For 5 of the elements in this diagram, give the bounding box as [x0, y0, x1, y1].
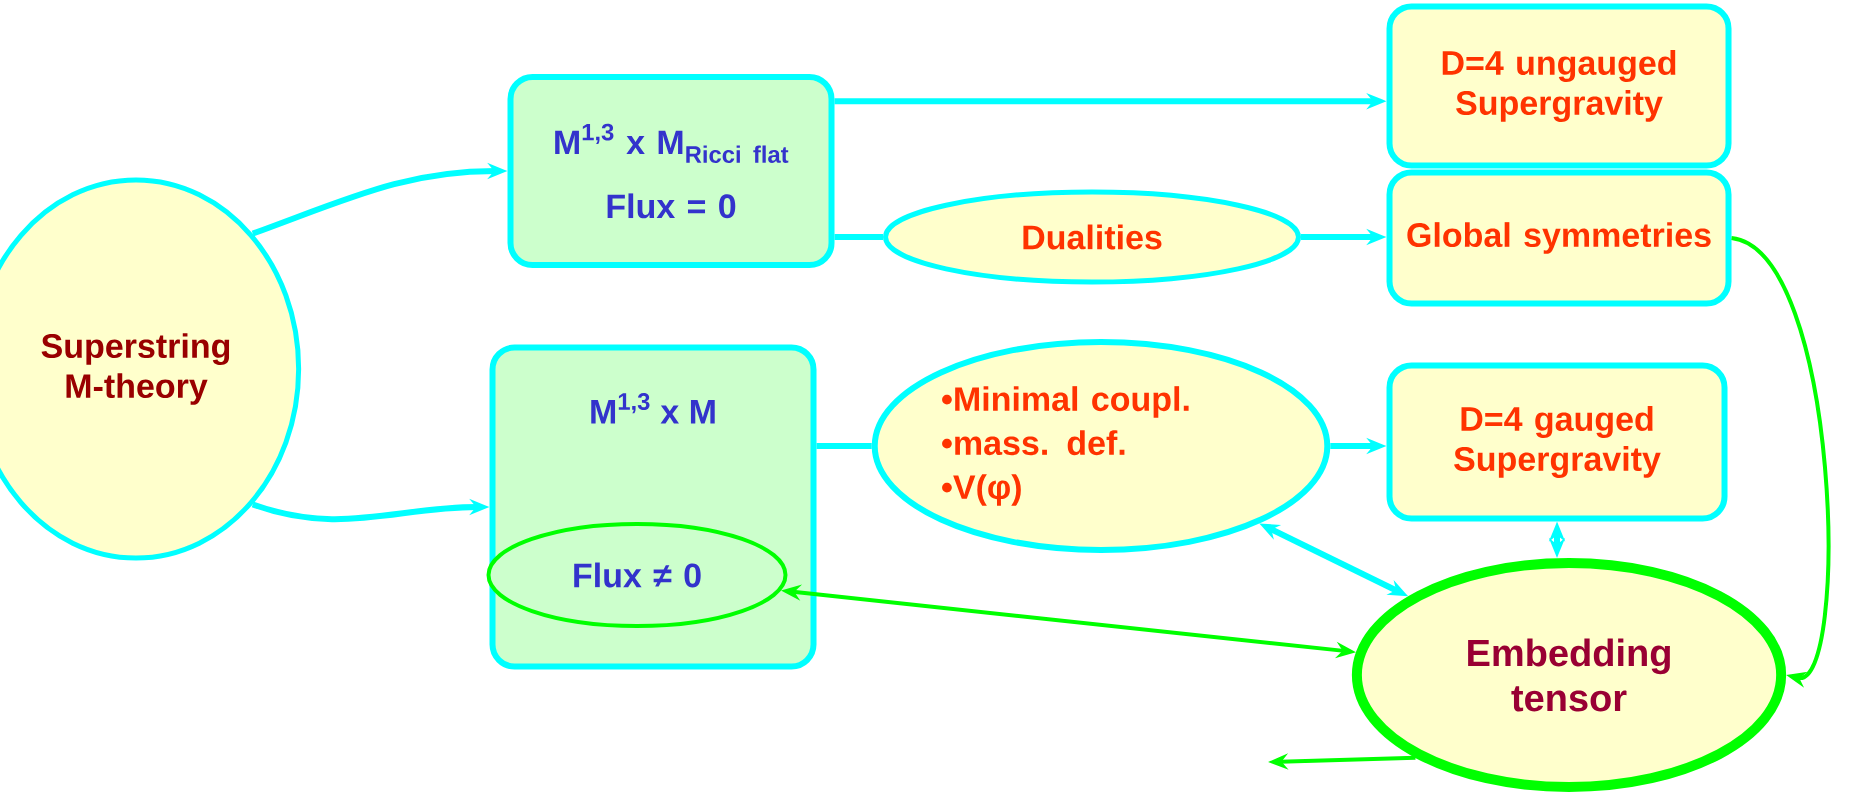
result-box: D=4 gauged Supergravity — [1386, 362, 1728, 522]
result-box: D=4 ungauged Supergravity — [1386, 3, 1732, 169]
process-box: $\text{M}^{\text{1,3}}\text{ x M}_{\text{Ricci flat}}$ Flux = 0 — [507, 74, 835, 268]
result-box: Global symmetries — [1386, 169, 1732, 307]
arrow — [1730, 236, 1831, 688]
